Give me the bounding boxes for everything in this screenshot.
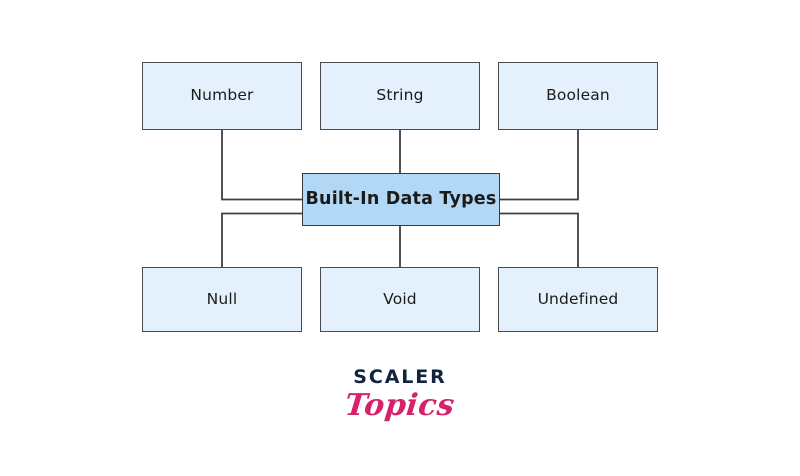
node-void: Void bbox=[320, 267, 480, 332]
scaler-topics-logo: SCALER Topics bbox=[0, 366, 800, 424]
node-string-label: String bbox=[376, 86, 424, 105]
logo-topics-wordmark: Topics bbox=[343, 388, 457, 423]
node-undefined: Undefined bbox=[498, 267, 658, 332]
node-null-label: Null bbox=[206, 289, 238, 308]
node-void-label: Void bbox=[383, 289, 417, 308]
node-boolean-label: Boolean bbox=[546, 86, 610, 105]
connector-boolean-to-center bbox=[500, 130, 579, 201]
connector-number-to-center bbox=[221, 130, 302, 201]
node-undefined-label: Undefined bbox=[537, 289, 619, 308]
node-number: Number bbox=[142, 62, 302, 130]
connector-center-to-null bbox=[221, 212, 302, 267]
node-number-label: Number bbox=[190, 86, 254, 105]
connector-center-to-undefined bbox=[500, 212, 579, 267]
node-null: Null bbox=[142, 267, 302, 332]
node-boolean: Boolean bbox=[498, 62, 658, 130]
logo-scaler-wordmark: SCALER bbox=[353, 366, 447, 388]
node-string: String bbox=[320, 62, 480, 130]
node-built-in-data-types: Built-In Data Types bbox=[302, 173, 500, 226]
node-built-in-data-types-label: Built-In Data Types bbox=[305, 188, 497, 209]
